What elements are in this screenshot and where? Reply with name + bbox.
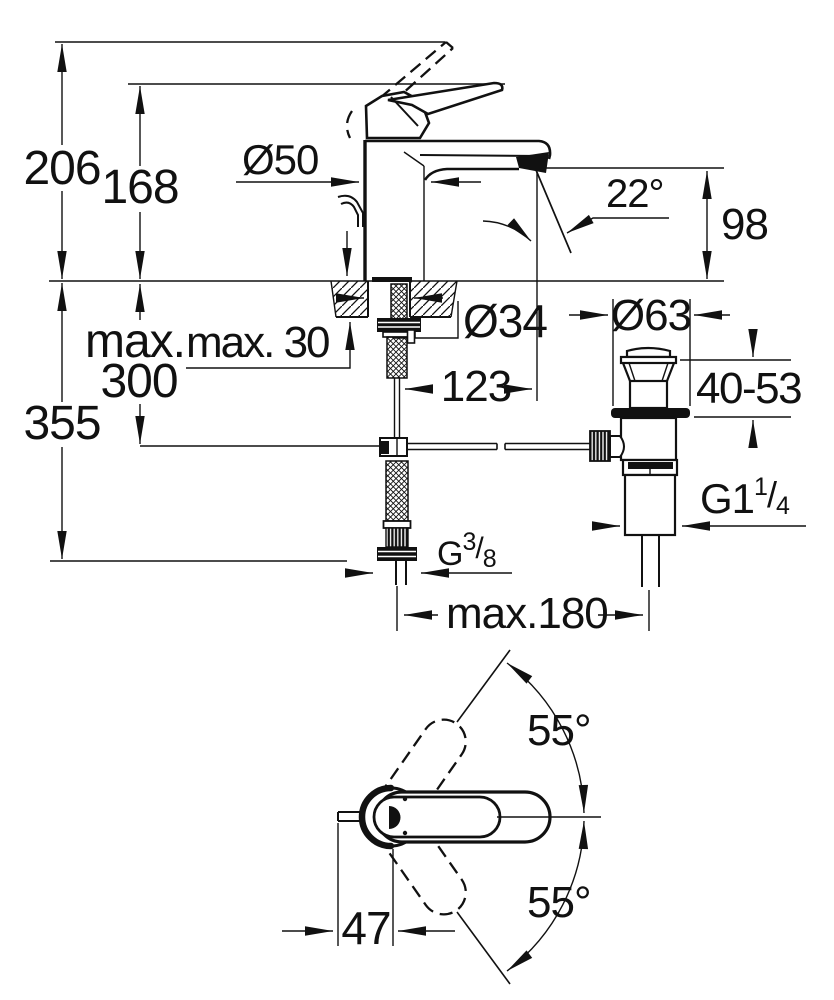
swivel-construction (456, 649, 601, 985)
handle-dot-bottom (402, 830, 408, 836)
g38-main: G (437, 535, 462, 573)
hose-ferrule (382, 520, 412, 529)
ext-4053 (680, 359, 791, 418)
spout-underside (423, 167, 519, 181)
body-circle-thick-arc (358, 784, 395, 850)
mounting-stud (393, 378, 401, 438)
horizontal-pull-rod (407, 442, 590, 451)
g38-sup: 3 (462, 528, 475, 556)
label-300: 300 (100, 355, 177, 408)
label-max180: max.180 (446, 589, 608, 638)
spout-angle-construction (482, 169, 669, 401)
deck-hatch-left (331, 281, 368, 317)
swivel-line-up (456, 649, 511, 723)
hose-knurl-ribs (385, 527, 409, 548)
waste-funnel (621, 362, 676, 382)
popup-waste-assembly (589, 346, 690, 587)
dim-47 (282, 823, 455, 946)
waste-funnel-inner (628, 362, 669, 382)
g114-main: G1 (700, 475, 754, 522)
label-g1-14: G11/4 (700, 473, 790, 522)
g38-slash: / (475, 532, 484, 565)
waste-body (619, 416, 678, 462)
g114-slash: / (767, 474, 777, 515)
waste-cap-brim (619, 355, 678, 365)
leader-max30 (186, 322, 355, 369)
swivel-line-down (456, 911, 511, 985)
ext-dia63 (612, 299, 691, 406)
mounting-nut-lines (378, 321, 420, 328)
waste-seal-bar (628, 462, 673, 469)
aerator-outlet (516, 152, 549, 173)
supply-hose-upper (386, 336, 408, 379)
spout-leader-diagonal (403, 151, 425, 167)
angle-arc (482, 218, 532, 242)
labels: 206 168 Ø50 22° 98 max. 300 max. 30 355 … (23, 136, 802, 954)
rod-clamp-screw (380, 441, 389, 454)
label-4053: 40-53 (696, 364, 801, 413)
handle-dot-top (402, 796, 408, 802)
supply-hose-lower (385, 460, 409, 522)
waste-flange (611, 408, 690, 418)
g38-sub: 8 (483, 545, 496, 573)
mounting-nut (377, 318, 421, 332)
spout-top-inner-line (419, 154, 544, 157)
waste-cap (625, 346, 672, 359)
side-view (49, 41, 806, 631)
ext-max180 (396, 586, 650, 631)
top-view (282, 649, 601, 985)
label-55-lower: 55° (527, 878, 591, 927)
waste-upper-cylinder (628, 379, 669, 410)
under-deck-assembly (377, 283, 590, 585)
label-355: 355 (23, 397, 100, 450)
label-168: 168 (101, 161, 178, 214)
label-dia50: Ø50 (242, 136, 318, 183)
body-top-edge (365, 139, 552, 160)
g114-sub: 4 (776, 492, 790, 520)
label-dia63: Ø63 (611, 291, 691, 340)
handle-edge-line (390, 96, 419, 127)
stream-angle-line (535, 169, 572, 254)
faucet-body (337, 81, 552, 282)
deck-hatch-right (410, 281, 457, 317)
pullrod-knob-inner (340, 201, 359, 227)
label-47: 47 (341, 902, 390, 954)
supply-nut-lines (378, 550, 416, 558)
waste-inner-pipe (625, 534, 675, 587)
label-g-38: G3/8 (437, 528, 496, 573)
label-max-prefix: max. (85, 315, 185, 368)
pullrod-knob-outer (337, 194, 364, 227)
dimension-lines (50, 44, 806, 631)
waste-knob-ribs (589, 430, 611, 462)
waste-knob-stem (609, 435, 625, 458)
swivel-arc-up (506, 662, 589, 814)
handle-lever (387, 81, 504, 116)
deck-break-edges (330, 280, 458, 318)
hose-stub (406, 329, 416, 344)
label-98: 98 (721, 200, 768, 249)
label-22deg: 22° (606, 172, 664, 216)
label-206: 206 (23, 142, 100, 195)
waste-tailpipe (623, 473, 677, 537)
ext-47 (337, 823, 394, 946)
supply-nipple (395, 561, 407, 585)
swivel-arc-down (506, 820, 589, 972)
supply-nut (377, 547, 417, 561)
handle-detail-d (389, 806, 401, 829)
g114-sup: 1 (754, 473, 767, 501)
label-55-upper: 55° (527, 706, 591, 755)
label-max30: max. 30 (186, 318, 329, 367)
label-dia34: Ø34 (463, 295, 547, 347)
angle-leader (566, 214, 669, 234)
deck-hole-edges (367, 281, 411, 317)
base-gasket (372, 277, 412, 282)
label-123: 123 (441, 362, 511, 411)
